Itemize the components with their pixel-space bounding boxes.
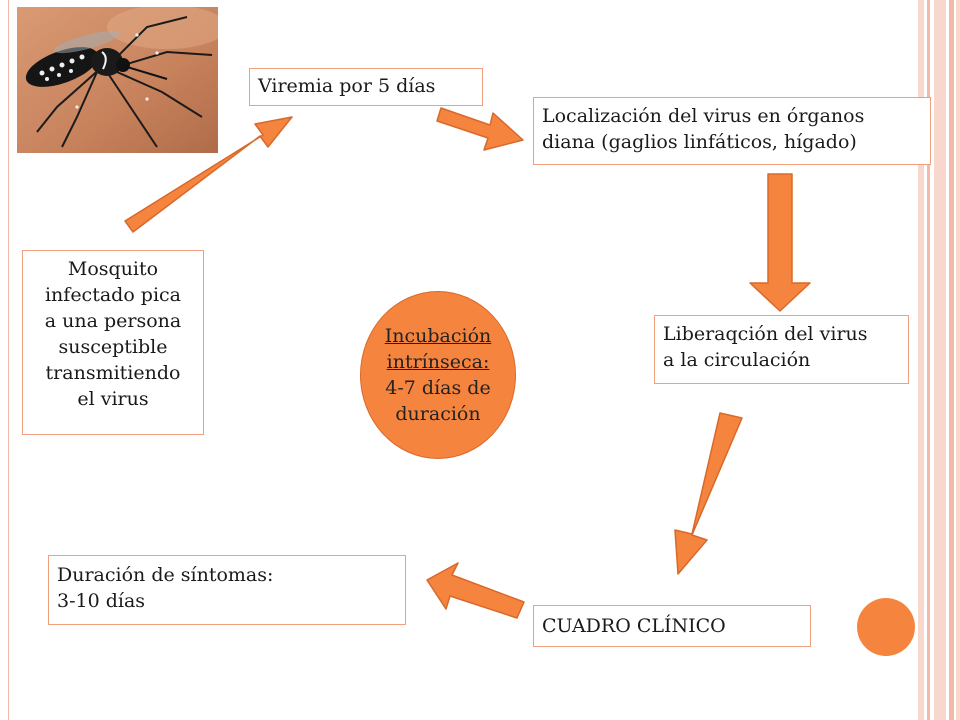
mosquito-photo	[17, 7, 218, 153]
viremia-label: Viremia por 5 días	[258, 75, 436, 97]
incubation-line-3: 4-7 días de	[385, 377, 491, 399]
arrow-clinical-to-duration	[426, 562, 525, 619]
localization-line-2: diana (gaglios linfáticos, hígado)	[542, 131, 857, 153]
mosquito-line-2: infectado pica	[44, 284, 182, 306]
mosquito-line-1: Mosquito	[67, 258, 159, 280]
mosquito-photo-icon	[17, 7, 218, 153]
release-line-2: a la circulación	[663, 349, 811, 371]
clinical-box: CUADRO CLÍNICO	[533, 605, 811, 647]
duration-line-1: Duración de síntomas:	[57, 564, 274, 586]
arrow-localization-to-release	[749, 173, 811, 312]
left-margin-rule	[8, 0, 9, 720]
release-line-1: Liberaqción del virus	[663, 323, 868, 345]
localization-box: Localización del virus en órganos diana …	[533, 97, 931, 165]
decorative-orange-dot	[857, 598, 915, 656]
incubation-line-2: intrínseca:	[386, 351, 490, 373]
arrow-viremia-to-localization	[436, 107, 524, 151]
arrow-mosquito-to-viremia	[124, 116, 293, 233]
mosquito-box: Mosquito infectado pica a una persona su…	[22, 250, 204, 435]
viremia-box: Viremia por 5 días	[249, 68, 483, 106]
decorative-side-stripes	[918, 0, 960, 720]
duration-line-2: 3-10 días	[57, 590, 146, 612]
incubation-line-4: duración	[395, 403, 481, 425]
arrow-release-to-clinical	[674, 412, 743, 575]
mosquito-line-5: transmitiendo	[45, 362, 181, 384]
clinical-label: CUADRO CLÍNICO	[542, 615, 726, 637]
duration-box: Duración de síntomas: 3-10 días	[48, 555, 406, 625]
mosquito-line-4: susceptible	[58, 336, 168, 358]
incubation-line-1: Incubación	[384, 325, 492, 347]
localization-line-1: Localización del virus en órganos	[542, 105, 865, 127]
mosquito-line-3: a una persona	[44, 310, 182, 332]
incubation-circle: Incubación intrínseca: 4-7 días de durac…	[360, 291, 516, 459]
mosquito-line-6: el virus	[77, 388, 149, 410]
release-box: Liberaqción del virus a la circulación	[654, 315, 909, 384]
